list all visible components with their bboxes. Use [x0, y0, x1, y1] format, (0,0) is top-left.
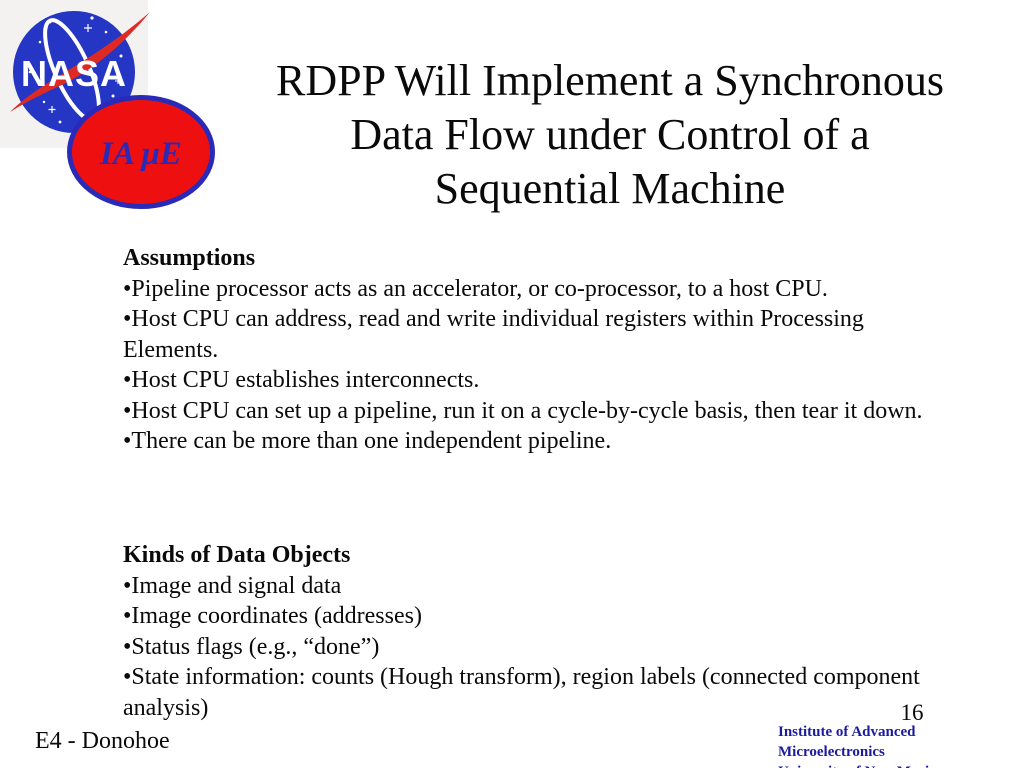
bullet-item: •Status flags (e.g., “done”)	[123, 633, 380, 660]
slide-title: RDPP Will Implement a Synchronous Data F…	[200, 54, 1020, 216]
iame-wordmark: IA μE	[99, 136, 182, 172]
bullet-item: •Image and signal data	[123, 572, 342, 599]
slide-title-line-1: RDPP Will Implement a Synchronous	[276, 56, 944, 105]
bullet-item: •Host CPU establishes interconnects.	[123, 367, 480, 393]
footer-institute: Institute of Advanced Microelectronics U…	[778, 722, 1018, 768]
section-heading-kinds-of-data-objects: Kinds of Data Objects	[123, 542, 351, 568]
bullet-item: •Pipeline processor acts as an accelerat…	[123, 275, 828, 302]
section-assumptions: Assumptions •Pipeline processor acts as …	[123, 243, 927, 457]
page-number: 16	[900, 700, 924, 725]
footer-institute-line-2: University of New Mexico	[778, 762, 1018, 768]
bullet-item: •There can be more than one independent …	[123, 428, 612, 454]
bullet-item: •Image coordinates (addresses)	[123, 603, 422, 629]
iame-oval	[67, 95, 215, 209]
footer-institute-line-1: Institute of Advanced Microelectronics	[778, 724, 916, 760]
slide-title-line-2: Data Flow under Control of a	[350, 110, 870, 159]
bullet-item: •Host CPU can address, read and write in…	[123, 306, 864, 363]
section-heading-assumptions: Assumptions	[123, 245, 256, 271]
nasa-wordmark: NASA	[21, 53, 127, 94]
iame-logo: IA μE	[67, 95, 215, 209]
bullet-item: •State information: counts (Hough transf…	[123, 664, 920, 721]
footer-author: E4 - Donohoe	[35, 728, 170, 754]
bullet-item: •Host CPU can set up a pipeline, run it …	[123, 397, 923, 424]
nasa-red-swoosh	[10, 12, 150, 112]
section-kinds-of-data-objects: Kinds of Data Objects •Image and signal …	[123, 540, 927, 723]
slide-title-line-3: Sequential Machine	[434, 164, 786, 213]
